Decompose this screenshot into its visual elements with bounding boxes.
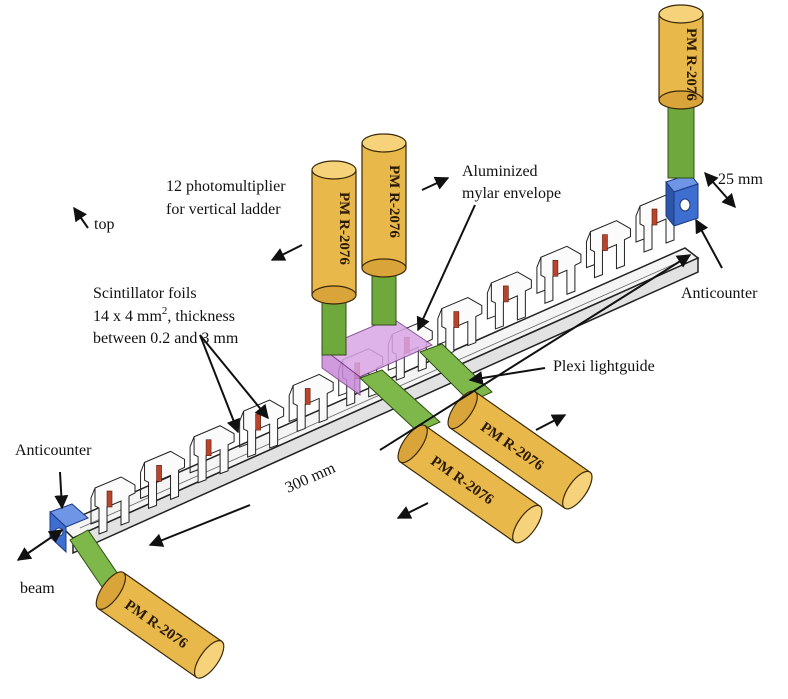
pm-label: PM R-2076 bbox=[386, 165, 402, 238]
anticounter-right bbox=[665, 173, 699, 228]
label-300mm: 300 mm bbox=[283, 459, 339, 496]
labels: 12 photomultiplier for vertical ladder t… bbox=[15, 163, 763, 597]
label-scintillator-1: Scintillator foils bbox=[93, 285, 197, 302]
scintillator-foil bbox=[255, 413, 261, 431]
arrow-scint-1 bbox=[199, 334, 240, 434]
pm-vertical-2: PM R-2076 bbox=[361, 133, 407, 278]
label-plexi: Plexi lightguide bbox=[553, 358, 655, 375]
label-beam: beam bbox=[20, 580, 55, 597]
scintillator-holder bbox=[437, 296, 483, 356]
beam-arrow bbox=[16, 529, 64, 561]
scintillator-foil bbox=[453, 311, 460, 328]
label-photomultiplier-2: for vertical ladder bbox=[166, 201, 281, 218]
label-aluminized-2: mylar envelope bbox=[462, 185, 561, 202]
arrow-right-pm bbox=[421, 176, 450, 191]
scintillator-holder bbox=[90, 476, 136, 535]
arrow-scint-2 bbox=[199, 334, 269, 420]
arrow-bottom-left bbox=[396, 502, 429, 519]
scintillator-foil bbox=[156, 465, 162, 482]
scintillator-holder bbox=[486, 271, 532, 330]
arrow-plexi bbox=[468, 367, 546, 385]
arrow-25mm bbox=[704, 171, 736, 209]
label-scintillator-3: between 0.2 and 3 mm bbox=[93, 330, 239, 347]
scintillator-foil bbox=[205, 439, 212, 457]
label-25mm: 25 mm bbox=[718, 171, 763, 188]
top-arrow bbox=[73, 206, 89, 229]
arrow-anticounter-left bbox=[54, 471, 69, 510]
arrow-bottom-right bbox=[535, 414, 567, 431]
label-anticounter-right: Anticounter bbox=[681, 285, 758, 302]
arrow-anticounter-right bbox=[695, 218, 723, 269]
label-scintillator-2: 14 x 4 mm2, thickness bbox=[93, 305, 235, 325]
arrow-300-right bbox=[379, 254, 692, 451]
scintillator-holder bbox=[536, 245, 582, 304]
arrow-300-left bbox=[148, 504, 251, 547]
pm-vertical-1: PM R-2076 bbox=[311, 160, 357, 305]
scintillator-foil bbox=[304, 388, 311, 405]
mylar-envelope bbox=[321, 317, 434, 396]
scintillator-holder bbox=[140, 450, 186, 510]
arrow-left-pm bbox=[270, 244, 303, 261]
pm-bottom-1: PM R-2076 bbox=[397, 424, 543, 544]
scintillator-holder bbox=[288, 373, 334, 433]
pm-vertical-right: PM R-2076 bbox=[658, 4, 704, 110]
pm-label: PM R-2076 bbox=[336, 192, 352, 265]
label-photomultiplier-1: 12 photomultiplier bbox=[166, 178, 286, 195]
label-anticounter-left: Anticounter bbox=[15, 442, 92, 459]
scintillator-holder bbox=[189, 425, 235, 484]
label-top: top bbox=[94, 216, 114, 233]
scintillator-foil bbox=[602, 234, 608, 251]
arrows bbox=[16, 171, 736, 561]
scintillator-foil bbox=[503, 285, 509, 303]
scintillator-holder bbox=[585, 220, 631, 279]
pm-bottom-left: PM R-2076 bbox=[95, 571, 225, 679]
scintillator-foil bbox=[552, 259, 559, 277]
pm-label: PM R-2076 bbox=[683, 28, 699, 101]
lightguides bbox=[69, 94, 695, 591]
arrow-aluminized bbox=[416, 204, 476, 332]
scintillator-foil bbox=[106, 490, 113, 508]
scintillator-foil bbox=[651, 208, 658, 226]
label-aluminized-1: Aluminized bbox=[462, 163, 538, 180]
